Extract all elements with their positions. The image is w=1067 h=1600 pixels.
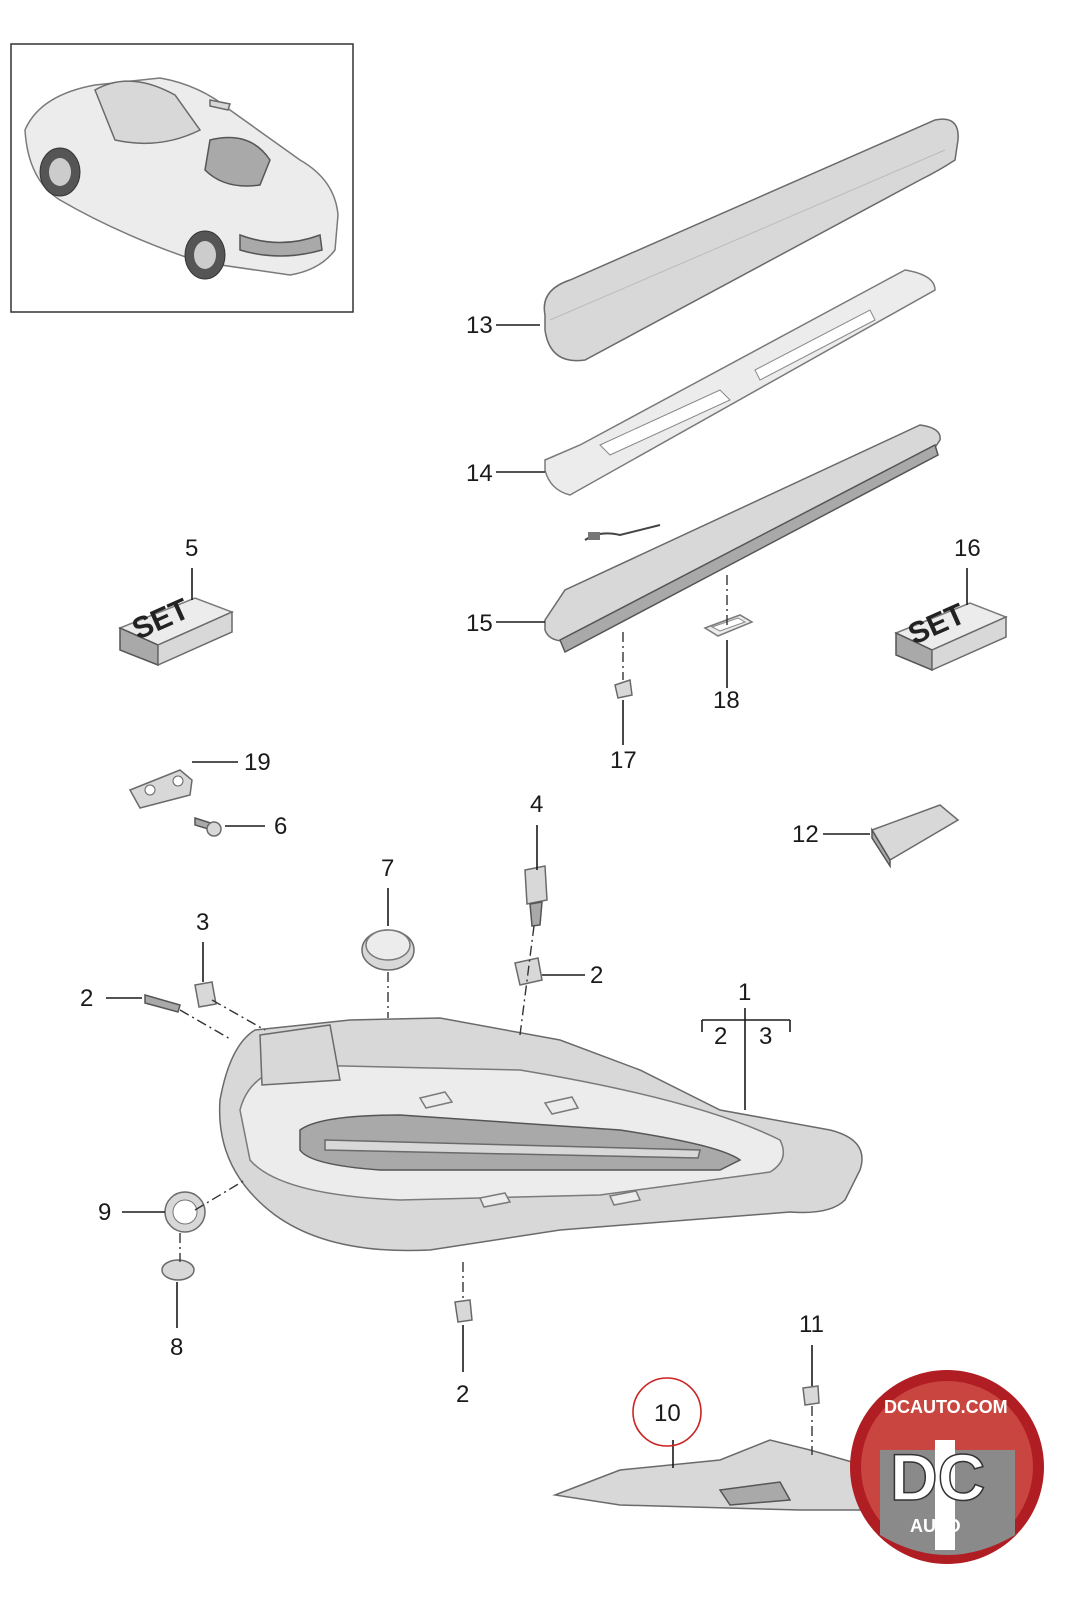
- vehicle-thumbnail: [10, 43, 354, 313]
- callout-1-sub-3: 3: [759, 1023, 772, 1050]
- callout-2-right: 2: [590, 962, 603, 989]
- callout-13: 13: [466, 312, 493, 339]
- highlight-circle-10: [632, 1377, 702, 1447]
- callout-16: 16: [954, 535, 981, 562]
- logo-top-text: DCAUTO.COM: [884, 1397, 1008, 1417]
- part-6-screw: [194, 816, 222, 837]
- callout-8: 8: [170, 1334, 183, 1361]
- callout-1: 1: [738, 979, 751, 1006]
- set-box-left: SET: [118, 593, 234, 667]
- callout-18: 18: [713, 687, 740, 714]
- callout-12: 12: [792, 821, 819, 848]
- part-14-gasket: [544, 269, 936, 496]
- part-2-screw-lower: [454, 1299, 473, 1323]
- logo-bottom-text: AUTO: [910, 1516, 961, 1536]
- callout-9: 9: [98, 1199, 111, 1226]
- callout-17: 17: [610, 747, 637, 774]
- part-12-license-light: [870, 804, 960, 869]
- callout-6: 6: [274, 813, 287, 840]
- callout-4: 4: [530, 791, 543, 818]
- callout-3: 3: [196, 909, 209, 936]
- dcauto-logo: DCAUTO.COM DC AUTO: [850, 1370, 1044, 1564]
- part-10-reflector: [552, 1439, 881, 1511]
- callout-19: 19: [244, 749, 271, 776]
- callout-5: 5: [185, 535, 198, 562]
- callout-10: 10: [654, 1400, 681, 1427]
- part-3-clip: [194, 981, 217, 1008]
- part-1-tail-light: [218, 1017, 863, 1252]
- callout-15: 15: [466, 610, 493, 637]
- leader-lines: [106, 324, 968, 1468]
- part-2-screw-left: [144, 994, 181, 1013]
- part-11-screw: [802, 1385, 820, 1406]
- callout-7: 7: [381, 855, 394, 882]
- set-box-right: SET: [894, 598, 1008, 672]
- part-18-seal: [703, 614, 754, 637]
- callout-14: 14: [466, 460, 493, 487]
- callout-labels: 13 14 15 5 16 18 17 19 6 12 4 7 3 2 2 1 …: [80, 312, 981, 1427]
- callout-11: 11: [799, 1311, 824, 1338]
- part-17-nut: [614, 679, 633, 699]
- part-19-bracket: [128, 769, 193, 809]
- callout-2-lower: 2: [456, 1381, 469, 1408]
- part-8-cap: [161, 1259, 195, 1281]
- callout-2-left: 2: [80, 985, 93, 1012]
- callout-1-sub-2: 2: [714, 1023, 727, 1050]
- logo-mid-text: DC: [890, 1440, 985, 1514]
- part-13-cover: [543, 118, 959, 362]
- part-15-brake-light: [544, 424, 941, 654]
- part-7-grommet: [361, 929, 415, 971]
- part-9-grommet: [164, 1191, 206, 1233]
- part-4-bolt: [524, 865, 548, 927]
- alignment-lines: [179, 575, 813, 1455]
